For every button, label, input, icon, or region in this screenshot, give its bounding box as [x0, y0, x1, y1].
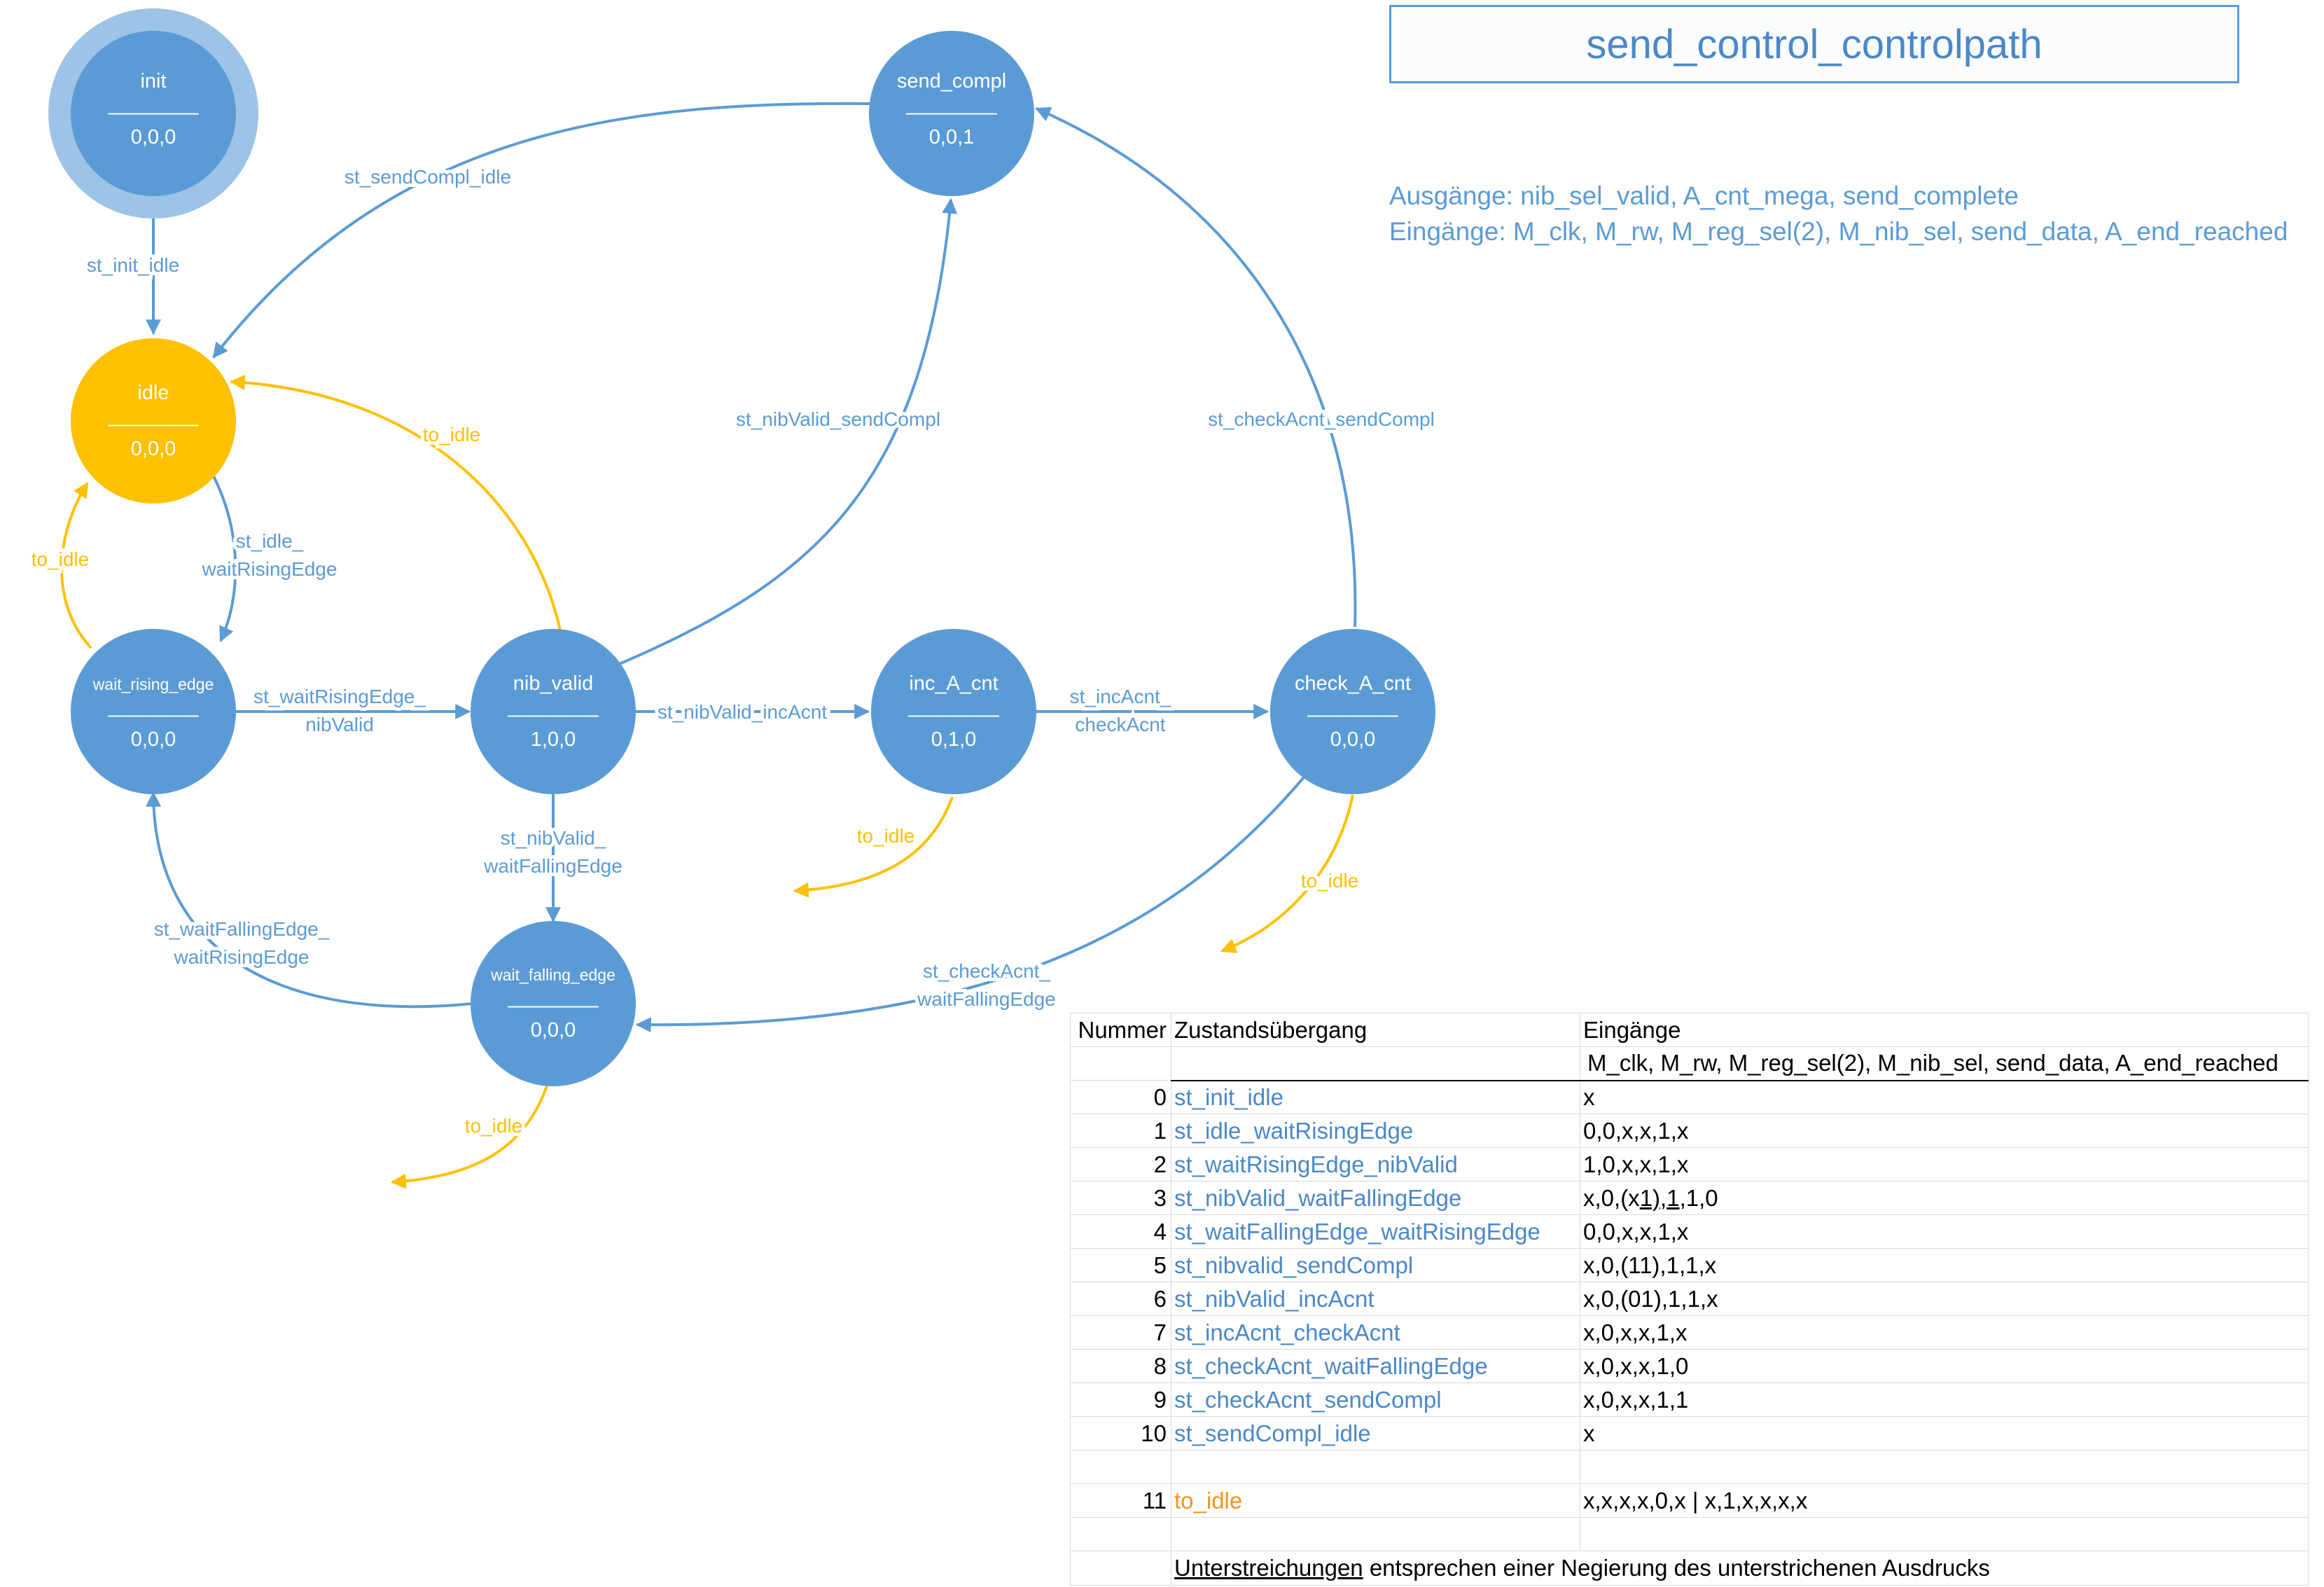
- label-st-nibvalid-incacnt: st_nibValid_incAcnt: [657, 701, 828, 723]
- edge-sendcompl-idle: [212, 102, 872, 359]
- outputs-line: Ausgänge: nib_sel_valid, A_cnt_mega, sen…: [1389, 181, 2019, 210]
- label-st-checkacnt-waitfalling-2: waitFallingEdge: [917, 988, 1056, 1010]
- state-nib-valid: nib_valid ________ 1,0,0: [471, 629, 636, 794]
- label-to-idle-checkacnt: to_idle: [1301, 870, 1359, 892]
- table-header-row: Nummer Zustandsübergang Eingänge: [1070, 1013, 2309, 1047]
- state-idle: idle ________ 0,0,0: [71, 338, 236, 504]
- edge-nibvalid-sendcompl: [615, 197, 958, 667]
- edge-checkacnt-sendcompl: [1034, 106, 1357, 628]
- state-output: 0,1,0: [931, 728, 977, 751]
- label-st-sendcompl-idle: st_sendCompl_idle: [345, 166, 511, 188]
- label-st-nibvalid-sendcompl: st_nibValid_sendCompl: [736, 408, 940, 430]
- edge-idle-waitrising: [212, 476, 237, 642]
- transition-table: Nummer Zustandsübergang Eingänge M_clk, …: [1070, 1013, 2309, 1586]
- edge-incacnt-toidle: [793, 796, 954, 898]
- label-st-waitrising-nibvalid-1: st_waitRisingEdge_: [253, 686, 426, 707]
- label-to-idle-nibvalid: to_idle: [423, 424, 481, 445]
- label-st-idle-waitrising-2: waitRisingEdge: [202, 558, 338, 580]
- header-transition: Zustandsübergang: [1171, 1013, 1580, 1047]
- table-footnote: Unterstreichungen entsprechen einer Negi…: [1171, 1551, 2309, 1586]
- state-separator: ________: [1307, 695, 1398, 718]
- state-name: idle: [137, 382, 169, 404]
- state-output: 0,0,0: [1330, 728, 1376, 751]
- label-st-checkacnt-waitfalling-1: st_checkAcnt_: [923, 960, 1051, 982]
- label-st-waitfalling-waitrising-1: st_waitFallingEdge_: [154, 918, 330, 940]
- table-footnote-row: Unterstreichungen entsprechen einer Negi…: [1070, 1551, 2309, 1586]
- state-separator: ________: [107, 695, 199, 718]
- state-separator: ________: [507, 986, 599, 1009]
- edge-checkacnt-waitfalling: [635, 776, 1305, 1033]
- state-separator: ________: [507, 695, 599, 718]
- io-description: Ausgänge: nib_sel_valid, A_cnt_mega, sen…: [1389, 178, 2288, 249]
- state-output: 0,0,0: [131, 728, 176, 751]
- label-st-idle-waitrising-1: st_idle_: [236, 530, 304, 552]
- state-output: 1,0,0: [531, 728, 576, 751]
- label-st-incacnt-checkacnt-2: checkAcnt: [1075, 714, 1165, 735]
- state-name: nib_valid: [513, 672, 593, 695]
- state-output: 0,0,0: [131, 438, 176, 460]
- diagram-title: send_control_controlpath: [1389, 5, 2239, 83]
- edge-waitrising-toidle: [60, 482, 92, 649]
- state-name: init: [140, 70, 166, 92]
- table-row-empty: [1070, 1517, 2309, 1551]
- input-signal-list: M_clk, M_rw, M_reg_sel(2), M_nib_sel, se…: [1580, 1046, 2309, 1081]
- state-name: wait_rising_edge: [92, 675, 214, 693]
- state-inc-a-cnt: inc_A_cnt ________ 0,1,0: [871, 629, 1036, 794]
- label-st-incacnt-checkacnt-1: st_incAcnt_: [1070, 686, 1171, 707]
- edge-nibvalid-toidle: [229, 375, 562, 631]
- state-separator: ________: [905, 93, 997, 116]
- edge-checkacnt-toidle: [1220, 794, 1354, 953]
- state-check-a-cnt: check_A_cnt ________ 0,0,0: [1270, 629, 1435, 794]
- edge-waitfalling-toidle: [390, 1083, 549, 1189]
- label-st-waitrising-nibvalid-2: nibValid: [305, 714, 374, 735]
- label-st-waitfalling-waitrising-2: waitRisingEdge: [174, 946, 309, 968]
- table-row-empty: [1070, 1450, 2309, 1484]
- state-separator: ________: [107, 405, 199, 427]
- header-number: Nummer: [1070, 1013, 1171, 1047]
- state-name: wait_falling_edge: [490, 966, 615, 984]
- state-name: check_A_cnt: [1295, 672, 1411, 695]
- label-st-init-idle: st_init_idle: [87, 254, 179, 276]
- state-name: send_compl: [897, 70, 1006, 92]
- state-init: init ________ 0,0,0: [48, 8, 258, 219]
- header-inputs: Eingänge: [1580, 1013, 2309, 1047]
- label-st-nibvalid-waitfalling-2: waitFallingEdge: [483, 855, 622, 877]
- state-output: 0,0,1: [929, 126, 975, 148]
- label-to-idle-waitrising: to_idle: [32, 548, 90, 570]
- state-wait-rising-edge: wait_rising_edge ________ 0,0,0: [71, 629, 236, 794]
- state-separator: ________: [107, 93, 199, 116]
- label-to-idle-incacnt: to_idle: [857, 825, 915, 847]
- label-to-idle-waitfalling: to_idle: [465, 1115, 523, 1137]
- state-separator: ________: [907, 695, 999, 718]
- state-send-compl: send_compl ________ 0,0,1: [869, 31, 1034, 196]
- state-name: inc_A_cnt: [909, 672, 998, 695]
- edge-waitfalling-waitrising: [146, 791, 473, 1009]
- label-st-nibvalid-waitfalling-1: st_nibValid_: [501, 827, 606, 849]
- table-row: M_clk, M_rw, M_reg_sel(2), M_nib_sel, se…: [1070, 1046, 2309, 1081]
- label-st-checkacnt-sendcompl: st_checkAcnt_sendCompl: [1208, 408, 1435, 430]
- state-wait-falling-edge: wait_falling_edge ________ 0,0,0: [471, 921, 636, 1086]
- state-output: 0,0,0: [531, 1019, 576, 1041]
- state-output: 0,0,0: [131, 126, 176, 148]
- inputs-line: Eingänge: M_clk, M_rw, M_reg_sel(2), M_n…: [1389, 217, 2288, 246]
